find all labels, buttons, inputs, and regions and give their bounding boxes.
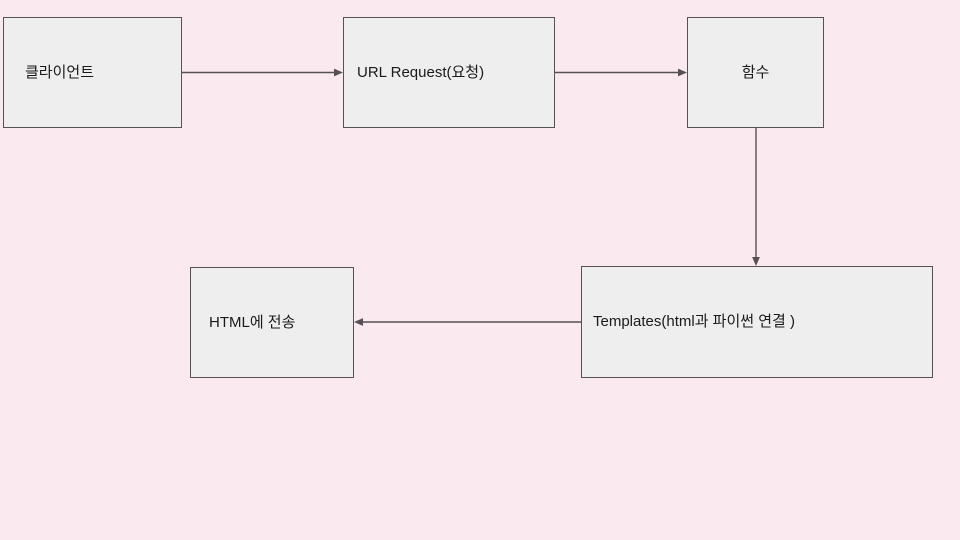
node-client-label: 클라이언트 [25, 63, 95, 81]
edge-url-request-to-function [555, 68, 687, 77]
edge-function-to-templates [752, 128, 760, 266]
node-html-send[interactable]: HTML에 전송 [190, 267, 354, 378]
node-html-send-label: HTML에 전송 [209, 313, 296, 331]
node-function[interactable]: 함수 [687, 17, 824, 128]
node-templates[interactable]: Templates(html과 파이썬 연결 ) [581, 266, 933, 378]
node-url-request-label: URL Request(요청) [357, 63, 485, 81]
edge-templates-to-html-send [354, 318, 581, 326]
edge-client-to-url-request [182, 68, 343, 77]
node-client[interactable]: 클라이언트 [3, 17, 182, 128]
node-templates-label: Templates(html과 파이썬 연결 ) [593, 313, 795, 330]
node-url-request[interactable]: URL Request(요청) [343, 17, 555, 128]
node-function-label: 함수 [741, 63, 770, 81]
